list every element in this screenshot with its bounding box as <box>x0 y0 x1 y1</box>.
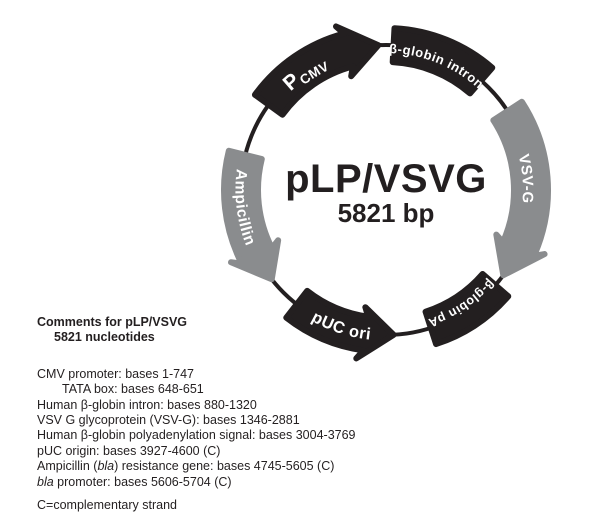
plasmid-name: pLP/VSVG <box>285 157 487 201</box>
plasmid-size: 5821 bp <box>338 198 435 228</box>
feature-line: TATA box: bases 648-651 <box>37 382 356 397</box>
segment-b-globin-pa <box>422 270 512 348</box>
segment-vsv-g <box>490 98 551 279</box>
feature-text: TATA box: bases 648-651 <box>62 382 204 397</box>
segment-pcmv <box>251 23 382 118</box>
segment-b-globin-intron <box>389 25 496 97</box>
feature-line: Human β-globin polyadenylation signal: b… <box>37 428 356 443</box>
feature-text: Human β-globin intron: bases 880-1320 <box>37 397 257 412</box>
feature-line: Human β-globin intron: bases 880-1320 <box>37 398 356 413</box>
comments-heading: Comments for pLP/VSVG <box>37 315 188 329</box>
comments-subheading: 5821 nucleotides <box>54 330 155 345</box>
feature-text: bla <box>37 474 54 489</box>
feature-line: bla promoter: bases 5606-5704 (C) <box>37 475 356 490</box>
feature-text: ) resistance gene: bases 4745-5605 (C) <box>114 459 335 474</box>
feature-text: CMV promoter: bases 1-747 <box>37 366 195 381</box>
segment-ampicillin <box>221 147 282 283</box>
feature-text: pUC origin: bases 3927-4600 (C) <box>37 443 221 458</box>
feature-text: Ampicillin ( <box>37 459 98 474</box>
feature-line: VSV G glycoprotein (VSV-G): bases 1346-2… <box>37 413 356 428</box>
complementary-strand-note: C=complementary strand <box>37 498 177 513</box>
comments-block: Comments for pLP/VSVG 5821 nucleotides C… <box>37 315 356 513</box>
feature-text: bla <box>97 459 115 474</box>
feature-line: CMV promoter: bases 1-747 <box>37 367 356 382</box>
feature-line: Ampicillin (bla) resistance gene: bases … <box>37 459 356 474</box>
feature-line: pUC origin: bases 3927-4600 (C) <box>37 444 356 459</box>
segment-puc-ori <box>283 287 397 362</box>
feature-text: promoter: bases 5606-5704 (C) <box>53 474 232 489</box>
feature-text: VSV G glycoprotein (VSV-G): bases 1346-2… <box>37 413 300 428</box>
feature-text: Human β-globin polyadenylation signal: b… <box>37 428 356 443</box>
